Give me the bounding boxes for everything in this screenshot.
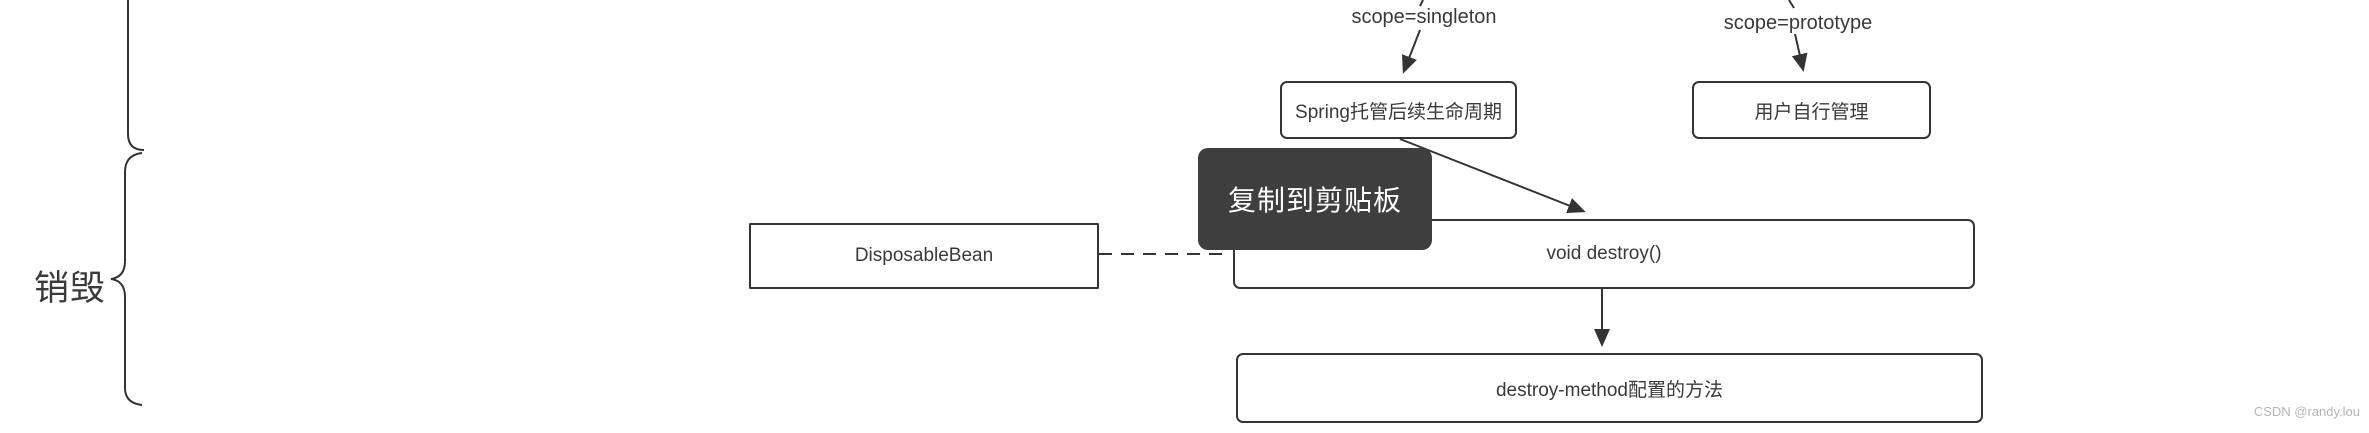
label-scope-prototype: scope=prototype: [1723, 12, 1873, 34]
destroy-stage-brace: [110, 152, 143, 406]
csdn-watermark: CSDN @randy.lou: [2253, 404, 2360, 419]
node-spring-managed-lifecycle: Spring托管后续生命周期: [1280, 81, 1517, 139]
stage-label-destroy: 销毁: [34, 269, 107, 308]
arrow-prototype-to-user: [1791, 33, 1808, 72]
prototype-connector-stub: [1788, 0, 1795, 9]
node-destroy-method-config: destroy-method配置的方法: [1236, 353, 1983, 423]
node-user-self-managed: 用户自行管理: [1692, 81, 1931, 139]
arrow-singleton-to-spring: [1402, 29, 1421, 74]
copy-to-clipboard-toast: 复制到剪贴板: [1198, 148, 1432, 250]
previous-stage-brace-tail: [127, 0, 145, 151]
node-disposable-bean: DisposableBean: [749, 223, 1099, 289]
label-scope-singleton: scope=singleton: [1351, 6, 1497, 28]
